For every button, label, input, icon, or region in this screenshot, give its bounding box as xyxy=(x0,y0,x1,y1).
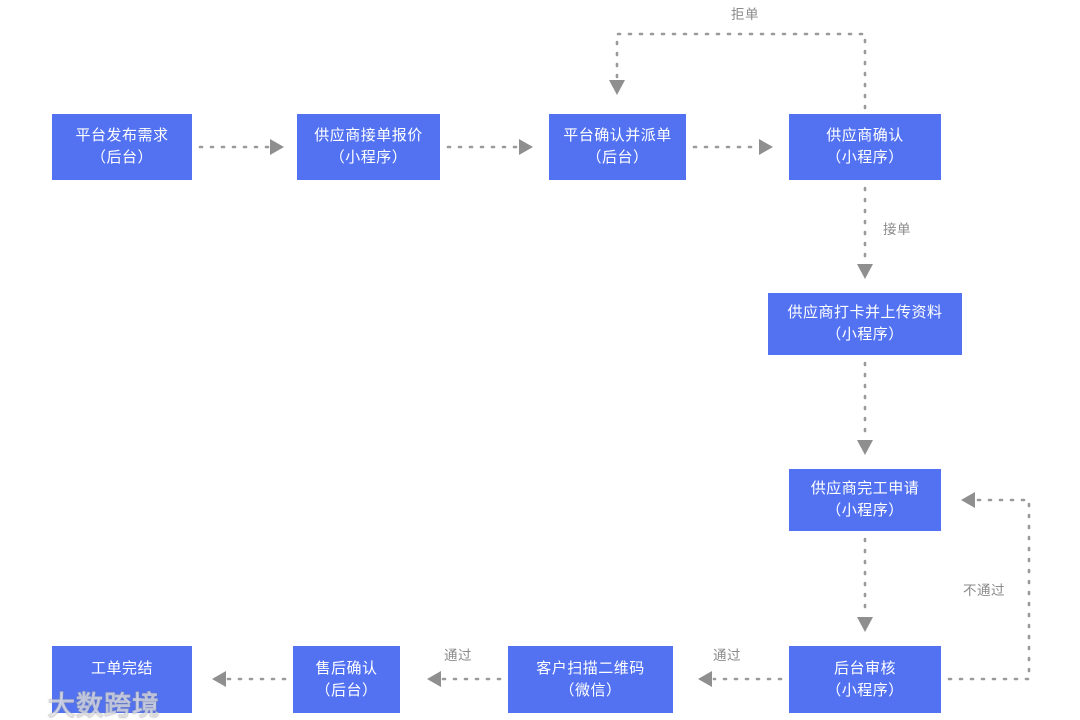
node-label-line1: 平台确认并派单 xyxy=(563,127,672,145)
node-label-line2: （小程序） xyxy=(826,502,904,519)
edge-label-pass-review: 通过 xyxy=(713,648,741,663)
node-label-line2: （微信） xyxy=(559,681,622,699)
node-label-line1: 工单完结 xyxy=(90,660,153,677)
node-label-line1: 后台审核 xyxy=(833,659,896,677)
node-label-line1: 平台发布需求 xyxy=(75,127,169,145)
node-label-line2: （后台） xyxy=(315,681,378,699)
node-label-line2: （小程序） xyxy=(826,149,904,166)
edge-label-reject: 拒单 xyxy=(731,7,759,22)
node-assign[interactable]: 平台确认并派单 （后台） xyxy=(549,114,686,180)
edge-label-accept: 接单 xyxy=(883,222,911,237)
node-order-done[interactable]: 工单完结 xyxy=(52,646,192,713)
node-label-line2: （小程序） xyxy=(826,326,904,343)
node-supplier-quote[interactable]: 供应商接单报价 （小程序） xyxy=(297,114,440,180)
node-label-line2: （小程序） xyxy=(329,149,408,166)
node-label-line2: （后台） xyxy=(90,149,153,166)
node-supplier-confirm[interactable]: 供应商确认 （小程序） xyxy=(789,114,941,180)
node-label-line1: 供应商确认 xyxy=(826,127,904,145)
node-label-line1: 供应商打卡并上传资料 xyxy=(787,304,943,322)
node-label-line1: 供应商完工申请 xyxy=(810,480,920,498)
node-label-line1: 售后确认 xyxy=(315,659,378,677)
node-finish-apply[interactable]: 供应商完工申请 （小程序） xyxy=(789,469,941,531)
node-label-line1: 客户扫描二维码 xyxy=(536,659,645,677)
edge-label-pass-scan: 通过 xyxy=(444,648,472,663)
node-checkin-upload[interactable]: 供应商打卡并上传资料 （小程序） xyxy=(768,293,962,355)
node-backend-review[interactable]: 后台审核 （小程序） xyxy=(789,646,941,713)
node-customer-scan[interactable]: 客户扫描二维码 （微信） xyxy=(508,646,673,713)
node-label-line2: （小程序） xyxy=(826,681,904,699)
edge-label-not-pass: 不通过 xyxy=(963,583,1005,598)
node-publish[interactable]: 平台发布需求 （后台） xyxy=(52,114,192,180)
node-label-line2: （后台） xyxy=(586,149,649,166)
node-aftersale[interactable]: 售后确认 （后台） xyxy=(293,646,400,713)
node-label-line1: 供应商接单报价 xyxy=(314,127,423,145)
